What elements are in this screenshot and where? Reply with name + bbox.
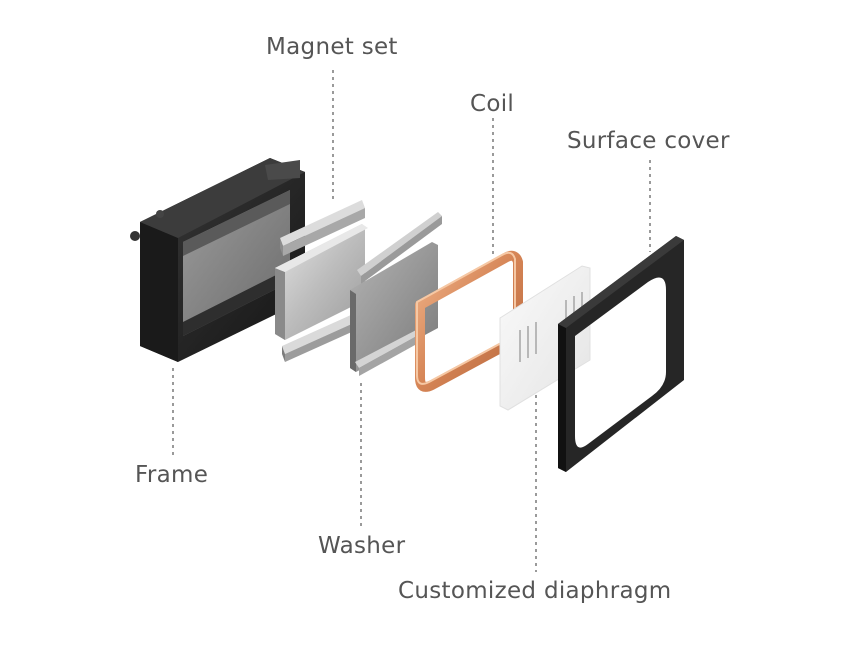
surface-cover-part [558,236,684,472]
label-coil: Coil [470,91,515,117]
leader-lines [172,70,651,572]
label-frame: Frame [135,462,209,488]
label-magnet-set: Magnet set [266,34,398,60]
label-customized-diaphragm: Customized diaphragm [398,578,672,604]
frame-part [130,158,305,362]
label-washer: Washer [318,533,406,559]
label-surface-cover: Surface cover [567,128,730,154]
magnet-set-part [275,200,368,362]
